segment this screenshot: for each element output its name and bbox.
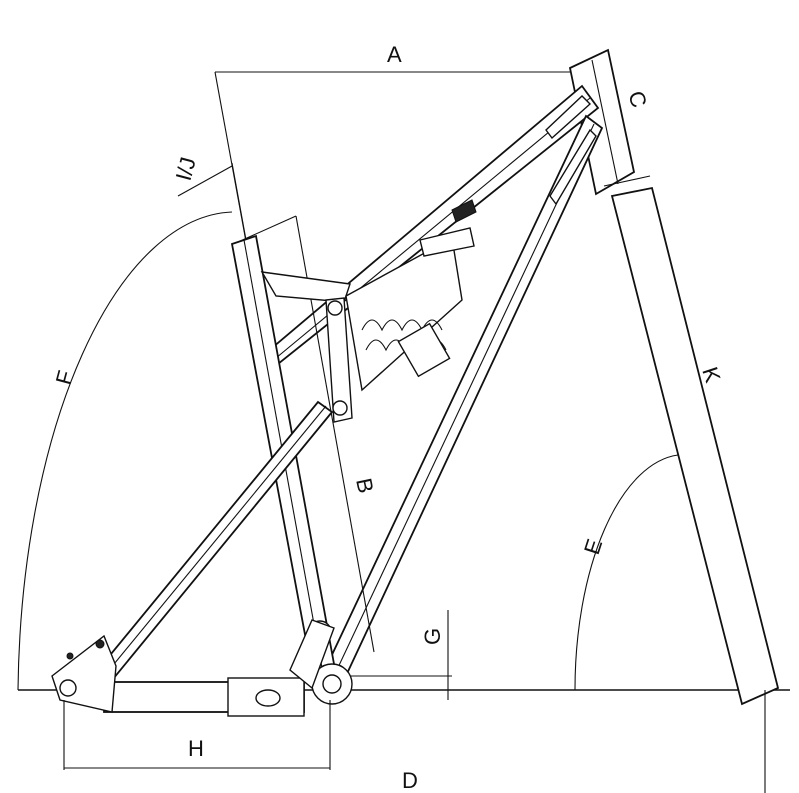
- dimension-f: F: [17, 211, 233, 691]
- down-tube: [320, 95, 604, 682]
- dimension-g: G: [350, 610, 452, 700]
- rear-dropout: [51, 634, 117, 713]
- dimension-k: K: [610, 186, 780, 793]
- label-f: F: [51, 368, 79, 387]
- dimension-d: D: [402, 768, 418, 793]
- label-b: B: [351, 476, 379, 496]
- dimension-h: H: [63, 700, 331, 770]
- label-c: C: [623, 88, 652, 111]
- label-g: G: [420, 628, 445, 645]
- dimension-e: E: [574, 454, 679, 691]
- label-ij: I/J: [171, 154, 201, 183]
- rocker-link: [260, 271, 353, 423]
- label-h: H: [188, 736, 204, 761]
- label-d: D: [402, 768, 418, 793]
- chain-stay: [103, 677, 305, 717]
- label-a: A: [387, 42, 402, 67]
- rear-shock: [345, 199, 477, 392]
- label-e: E: [579, 536, 607, 558]
- label-k: K: [697, 364, 725, 386]
- dimension-c: C: [603, 88, 652, 187]
- bottom-bracket: [289, 619, 353, 705]
